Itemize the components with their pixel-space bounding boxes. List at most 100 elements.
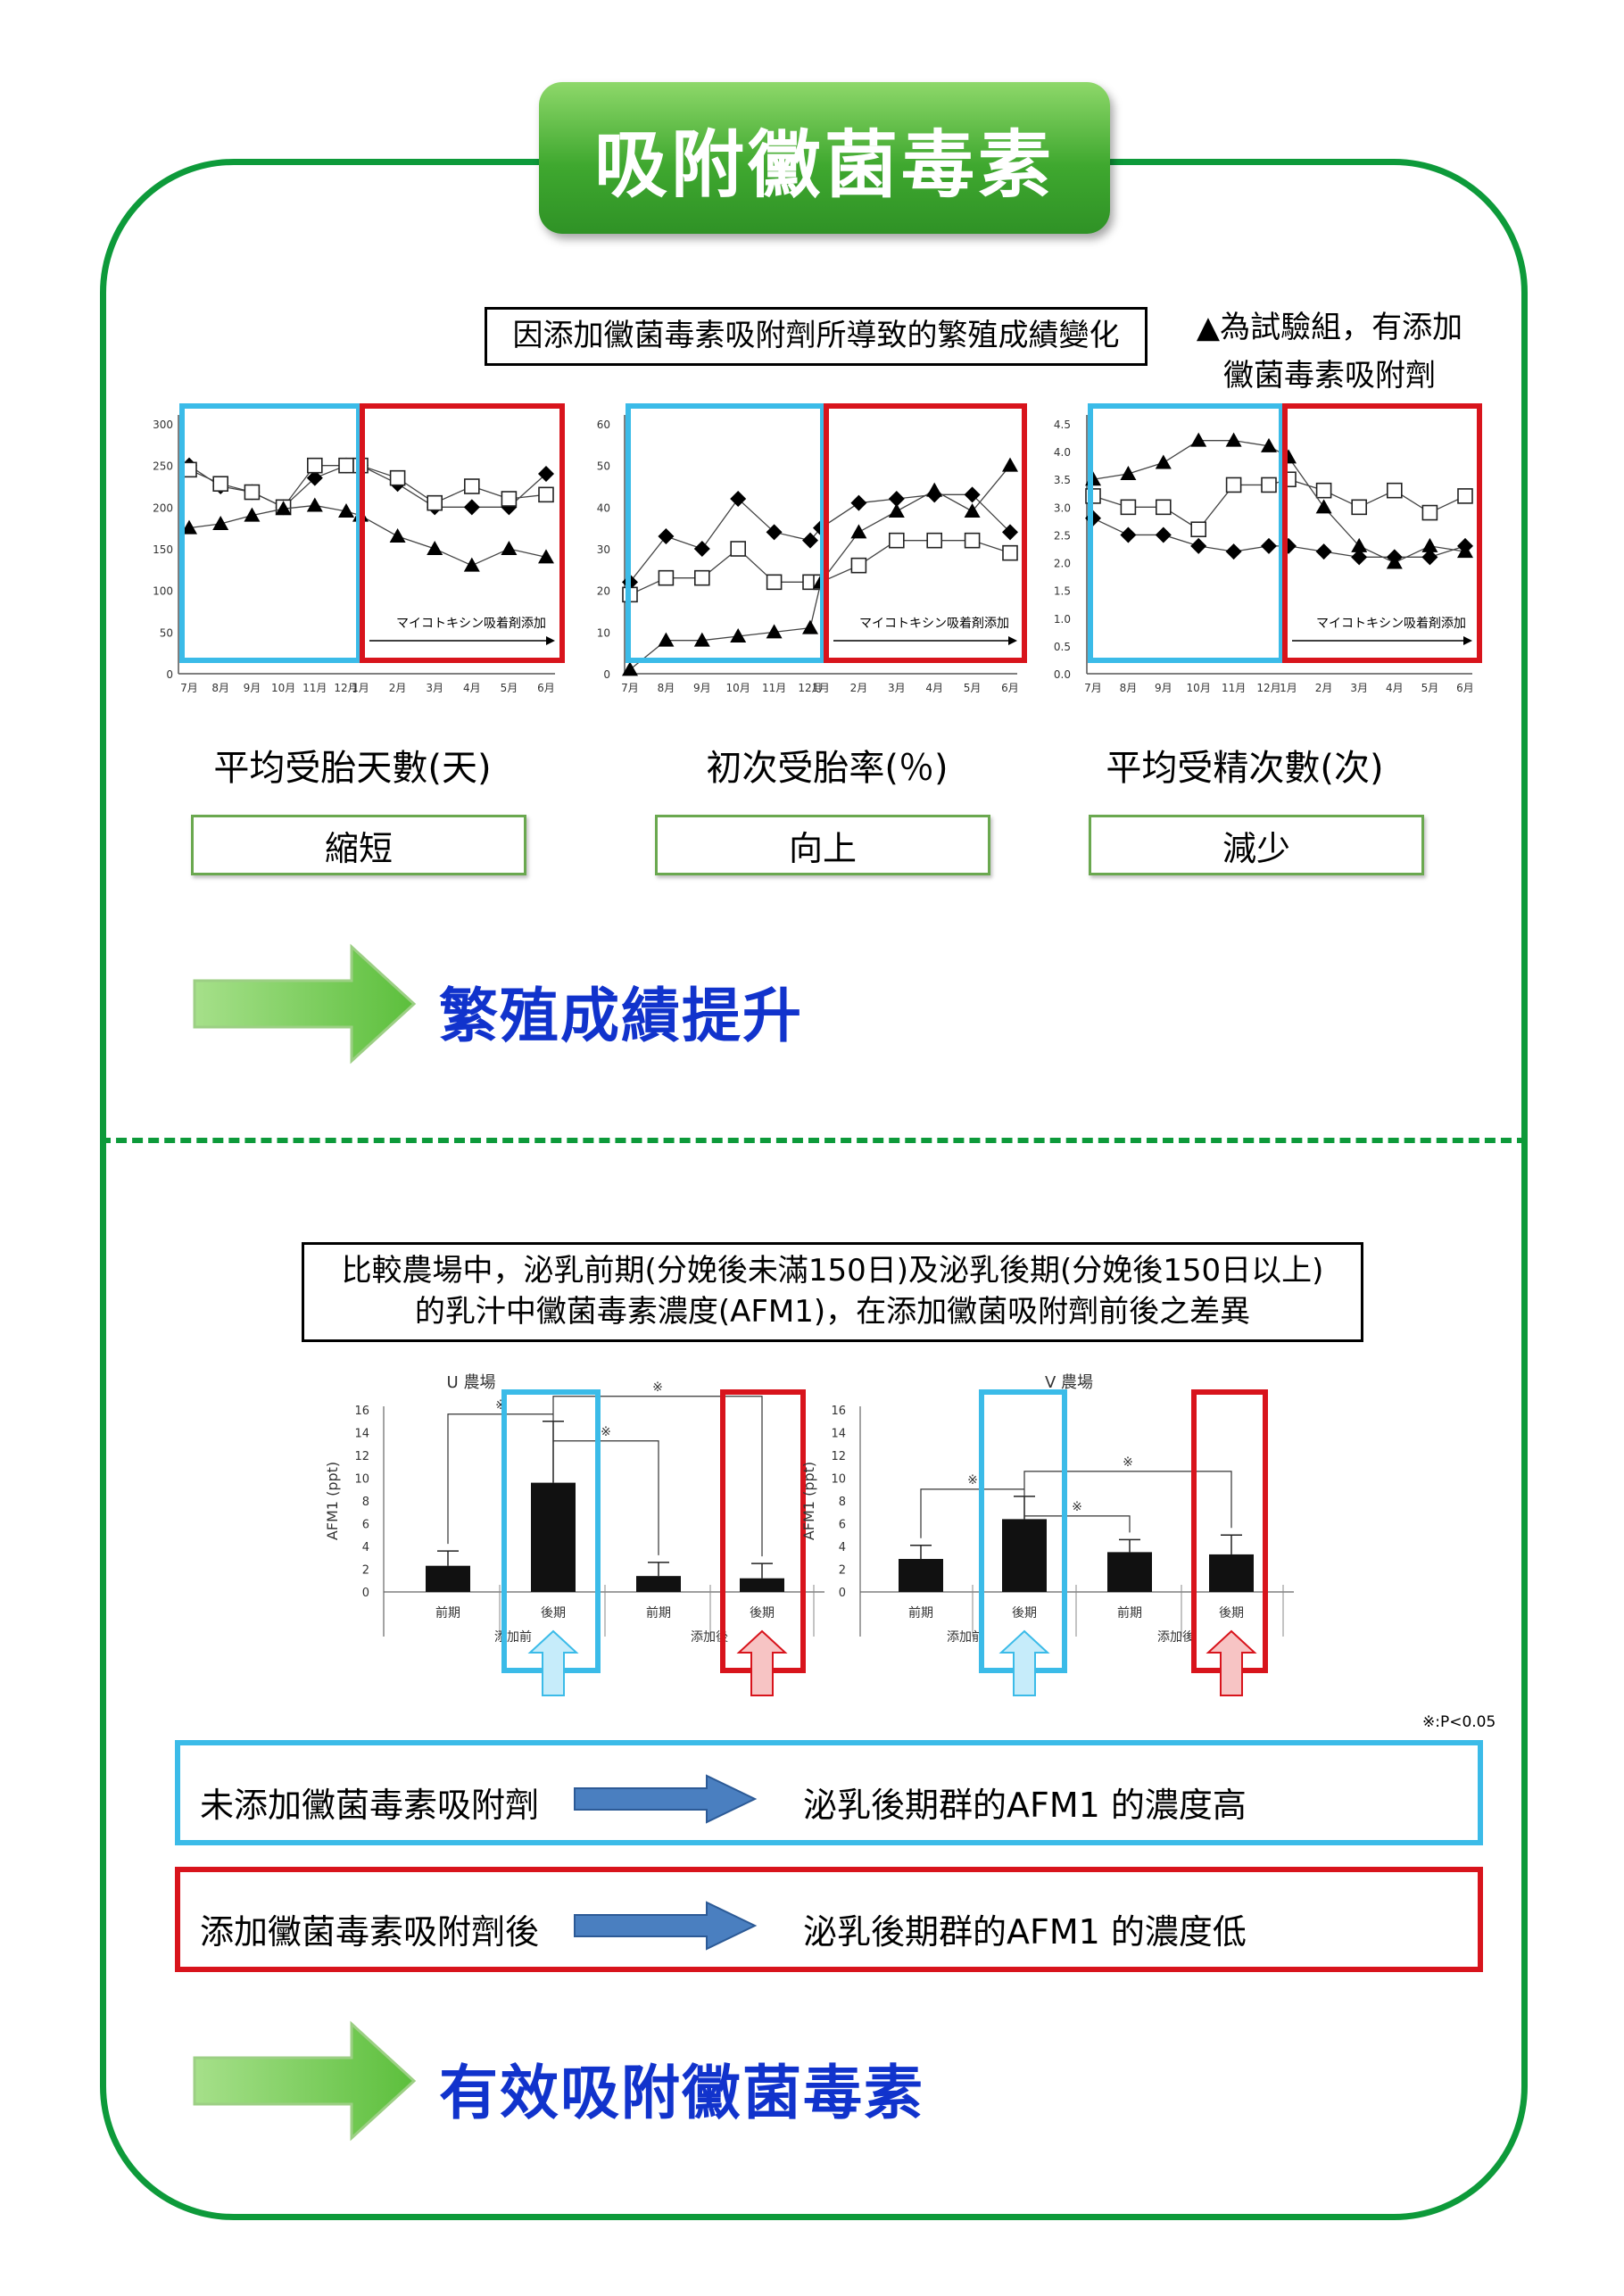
y-tick-label: 0.0 <box>1054 668 1071 681</box>
chart-label-days: 平均受胎天數(天) <box>213 748 492 789</box>
data-point-triangle <box>275 501 292 516</box>
data-point-square <box>1457 488 1473 504</box>
x-tick-label: 3月 <box>1350 682 1368 694</box>
bar <box>531 1482 576 1592</box>
y-tick-label: 30 <box>597 543 610 556</box>
x-tick-label: 11月 <box>762 682 786 694</box>
y-tick-label: 8 <box>362 1496 369 1509</box>
data-point-triangle <box>1421 537 1438 552</box>
data-point-square <box>427 494 443 511</box>
group-label: 添加後 <box>1157 1630 1195 1645</box>
significance-bracket <box>1023 1488 1131 1533</box>
data-point-triangle <box>766 624 783 639</box>
data-point-triangle <box>622 661 638 676</box>
data-point-square <box>1002 544 1018 561</box>
y-tick-label: 0.5 <box>1054 641 1071 653</box>
data-point-diamond <box>1120 526 1137 543</box>
y-tick-label: 60 <box>597 419 610 431</box>
y-axis-label: AFM1 (ppt) <box>800 1462 817 1540</box>
p-value-note: ※:P<0.05 <box>1422 1713 1496 1731</box>
significance-mark: ※ <box>1072 1500 1082 1514</box>
data-point-square <box>730 541 747 557</box>
afm1-caption-line1: 比較農場中，泌乳前期(分娩後未滿150日)及泌乳後期(分娩後150日以上) <box>341 1253 1324 1289</box>
data-point-square <box>1387 482 1403 499</box>
y-tick-label: 4 <box>362 1541 369 1554</box>
y-tick-label: 150 <box>153 543 173 556</box>
x-tick-label: 1月 <box>812 682 830 694</box>
category-label: 後期 <box>541 1606 566 1620</box>
result-reduced: 減少 <box>1089 815 1424 875</box>
arrow-right-icon <box>193 943 417 1065</box>
data-point-square <box>306 457 323 474</box>
y-tick-label: 3.0 <box>1054 501 1071 514</box>
legend-note: ▲為試驗組，有添加 黴菌毒素吸附劑 <box>1178 303 1481 401</box>
data-point-square <box>1261 477 1277 493</box>
significance-bracket <box>552 1413 659 1555</box>
significance-mark: ※ <box>1123 1455 1133 1470</box>
x-tick-label: 2月 <box>850 682 868 694</box>
data-point-triangle <box>389 528 406 543</box>
up-arrow-icon <box>998 1629 1050 1696</box>
y-tick-label: 12 <box>831 1450 846 1463</box>
added-arrow-head <box>546 636 555 645</box>
category-label: 後期 <box>750 1606 775 1620</box>
data-point-triangle <box>338 503 354 518</box>
up-arrow-icon <box>1206 1629 1257 1696</box>
data-point-triangle <box>926 482 943 497</box>
data-point-square <box>501 491 518 507</box>
y-tick-label: 16 <box>831 1405 846 1418</box>
explanation-after: 添加黴菌毒素吸附劑後 泌乳後期群的AFM1 的濃度低 <box>175 1867 1483 1972</box>
significance-bracket <box>920 1488 1024 1538</box>
y-tick-label: 3.5 <box>1054 474 1071 486</box>
x-tick-label: 6月 <box>537 682 555 694</box>
explanation-before-right: 泌乳後期群的AFM1 的濃度高 <box>803 1786 1247 1825</box>
chart-label-count: 平均受精次數(次) <box>1106 748 1384 789</box>
y-tick-label: 6 <box>362 1519 369 1532</box>
y-tick-label: 50 <box>597 460 610 473</box>
data-point-diamond <box>766 524 783 541</box>
arrow-right-icon <box>193 2020 417 2142</box>
data-point-diamond <box>888 491 905 507</box>
data-point-triangle <box>964 503 981 518</box>
x-tick-label: 2月 <box>1315 682 1333 694</box>
x-tick-label: 10月 <box>271 682 295 694</box>
data-point-diamond <box>850 494 867 511</box>
data-point-triangle <box>463 557 480 572</box>
data-point-diamond <box>693 541 710 557</box>
data-point-square <box>1156 499 1172 516</box>
bar-charts: U 農場AFM1 (ppt)0246810121416前期後期前期後期添加前添加… <box>324 1373 1294 1696</box>
data-point-triangle <box>1315 499 1332 514</box>
data-point-diamond <box>306 469 323 486</box>
x-tick-label: 10月 <box>726 682 750 694</box>
data-point-triangle <box>1190 432 1207 447</box>
significance-bracket <box>1023 1471 1232 1529</box>
data-point-diamond <box>1351 549 1368 566</box>
y-tick-label: 2.5 <box>1054 529 1071 542</box>
y-axis-label: AFM1 (ppt) <box>324 1462 341 1540</box>
x-tick-label: 8月 <box>1120 682 1138 694</box>
data-point-diamond <box>1190 537 1207 554</box>
before-period-box <box>626 403 825 663</box>
added-label: マイコトキシン吸着剤添加 <box>396 617 546 631</box>
y-tick-label: 40 <box>597 501 610 514</box>
data-point-square <box>658 569 675 586</box>
legend-note-line2: 黴菌毒素吸附劑 <box>1223 358 1436 394</box>
conclusion-mycotoxin: 有效吸附黴菌毒素 <box>439 2059 924 2127</box>
data-point-square <box>212 476 228 493</box>
x-tick-label: 12月 <box>798 682 822 694</box>
bar-chart-1: U 農場AFM1 (ppt)0246810121416前期後期前期後期添加前添加… <box>324 1373 824 1696</box>
data-point-square <box>389 469 406 486</box>
x-tick-label: 3月 <box>888 682 906 694</box>
bar-chart-title: U 農場 <box>447 1373 496 1392</box>
data-point-triangle <box>427 541 443 555</box>
category-label: 後期 <box>1219 1606 1244 1620</box>
x-tick-label: 4月 <box>463 682 481 694</box>
x-tick-label: 9月 <box>693 682 711 694</box>
x-tick-label: 7月 <box>1084 682 1102 694</box>
explanation-before-left: 未添加黴菌毒素吸附劑 <box>200 1786 540 1825</box>
x-tick-label: 7月 <box>180 682 198 694</box>
y-tick-label: 20 <box>597 585 610 598</box>
